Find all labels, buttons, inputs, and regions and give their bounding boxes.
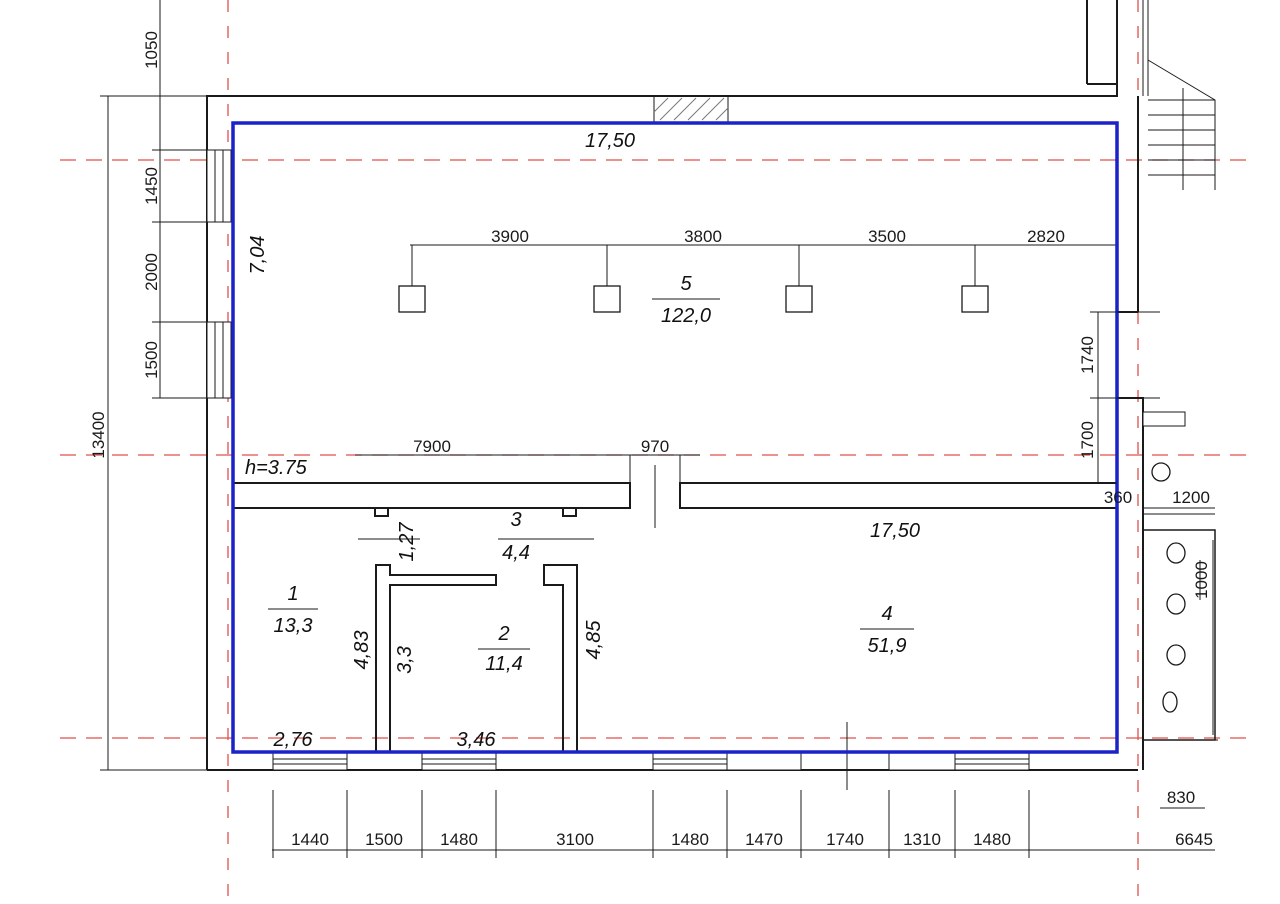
room-3-area: 4,4 xyxy=(502,542,530,564)
dim-left-total: 13400 xyxy=(89,411,108,458)
bottom-windows xyxy=(272,722,1030,790)
partitions xyxy=(233,455,1117,752)
dim-extra-2: 1200 xyxy=(1172,488,1210,507)
dim-bottom-2: 1500 xyxy=(365,830,403,849)
left-windows xyxy=(206,149,232,399)
room-labels: 1 13,3 2 11,4 3 4,4 4 51,9 5 122,0 xyxy=(268,273,914,675)
dim-col-1: 3900 xyxy=(491,227,529,246)
room-5-area: 122,0 xyxy=(661,305,711,327)
columns xyxy=(398,244,1117,313)
dim-bottom-5: 1480 xyxy=(671,830,709,849)
room1-height: 4,83 xyxy=(351,631,373,670)
mid-length: 17,50 xyxy=(870,520,920,542)
annex xyxy=(1142,59,1218,809)
column xyxy=(593,285,621,313)
dim-right-1: 1740 xyxy=(1078,336,1097,374)
room-3-number: 3 xyxy=(510,509,521,531)
measurement-labels: h=3.75 17,50 17,50 7,04 4,83 3,3 4,85 1,… xyxy=(245,130,920,751)
left-height: 7,04 xyxy=(247,236,269,275)
bottom-mid-label: 3,46 xyxy=(457,729,497,751)
axis-grid xyxy=(60,0,1250,904)
corridor-width: 1,27 xyxy=(396,522,418,562)
bottom-left-label: 2,76 xyxy=(273,729,314,751)
column xyxy=(785,285,813,313)
dim-bottom-4: 3100 xyxy=(556,830,594,849)
premises-outline xyxy=(231,121,1119,754)
dim-partition-1: 7900 xyxy=(413,437,451,456)
room-5-number: 5 xyxy=(680,273,692,295)
top-length: 17,50 xyxy=(585,130,635,152)
dim-col-4: 2820 xyxy=(1027,227,1065,246)
room-2-number: 2 xyxy=(497,623,509,645)
room-4-area: 51,9 xyxy=(868,635,907,657)
room-2-area: 11,4 xyxy=(485,653,522,675)
dimension-lines xyxy=(100,0,1215,858)
dim-left-3: 2000 xyxy=(142,253,161,291)
room-1-number: 1 xyxy=(287,583,298,605)
dim-bottom-1: 1440 xyxy=(291,830,329,849)
dim-col-2: 3800 xyxy=(684,227,722,246)
dim-left-4: 1500 xyxy=(142,341,161,379)
room-1-area: 13,3 xyxy=(274,615,313,637)
dim-left-2: 1450 xyxy=(142,167,161,205)
room2-side: 3,3 xyxy=(394,646,416,674)
vent-shaft xyxy=(653,95,729,123)
room-4-number: 4 xyxy=(881,603,892,625)
dim-bottom-8: 1310 xyxy=(903,830,941,849)
outer-walls xyxy=(206,0,1149,771)
dim-extra-3: 1000 xyxy=(1192,561,1211,599)
dim-bottom-7: 1740 xyxy=(826,830,864,849)
ceiling-height: h=3.75 xyxy=(245,457,308,479)
dim-bottom-3: 1480 xyxy=(440,830,478,849)
dim-extra-1: 360 xyxy=(1104,488,1132,507)
dim-left-1: 1050 xyxy=(142,31,161,69)
dim-bottom-10: 6645 xyxy=(1175,830,1213,849)
dim-extra-4: 830 xyxy=(1167,788,1195,807)
column xyxy=(961,285,989,313)
dim-partition-2: 970 xyxy=(641,437,669,456)
room2-height: 4,85 xyxy=(583,620,605,660)
dimension-texts: 13400 1050 1450 2000 1500 1740 1700 3900… xyxy=(89,31,1213,849)
dim-bottom-6: 1470 xyxy=(745,830,783,849)
column xyxy=(398,285,426,313)
dim-bottom-9: 1480 xyxy=(973,830,1011,849)
dim-right-2: 1700 xyxy=(1078,421,1097,459)
dim-col-3: 3500 xyxy=(868,227,906,246)
